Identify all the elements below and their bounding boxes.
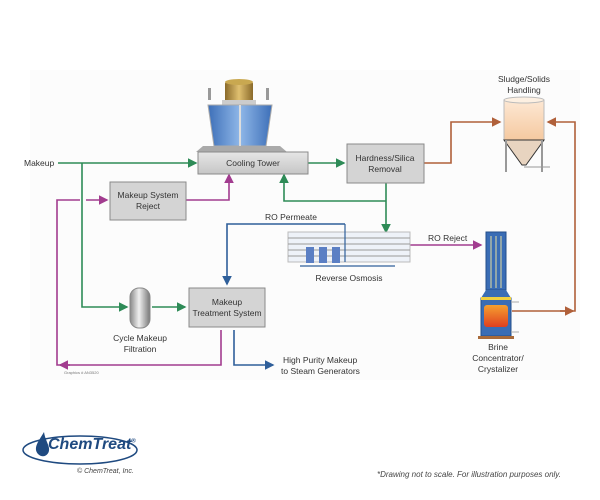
filtration-vessel-icon	[129, 287, 151, 329]
hardness-silica-box	[346, 143, 425, 184]
brine-label-2: Concentrator/	[472, 353, 524, 363]
graphics-id: Graphics # AN3520	[64, 370, 99, 375]
sludge-label-2: Handling	[507, 85, 541, 95]
reverse-osmosis-icon	[287, 224, 411, 267]
sludge-label-1: Sludge/Solids	[498, 74, 550, 84]
filtration-label-1: Cycle Makeup	[113, 333, 167, 343]
high-purity-line	[233, 330, 275, 370]
brine-concentrator-icon	[478, 231, 519, 339]
makeup-reject-box	[109, 181, 187, 221]
cooling-tower-label: Cooling Tower	[226, 158, 280, 168]
ro-permeate-line	[222, 223, 345, 286]
sludge-silo-icon	[503, 96, 550, 172]
cooling-tower-icon	[196, 79, 287, 152]
trademark: ®	[131, 438, 136, 445]
makeup-reject-to-tower-line	[186, 173, 234, 201]
chemtreat-brand: ChemTreat®	[48, 436, 136, 454]
high-purity-label-2: to Steam Generators	[281, 366, 360, 376]
brine-label-1: Brine	[488, 342, 508, 352]
filtration-label-2: Filtration	[124, 344, 157, 354]
treatment-label-2: Treatment System	[192, 308, 261, 318]
brine-label-3: Crystalizer	[478, 364, 518, 374]
brand-name: ChemTreat	[48, 436, 132, 453]
reverse-osmosis-label: Reverse Osmosis	[315, 273, 382, 283]
makeup-to-filtration-line	[81, 163, 129, 312]
makeup-reject-label-2: Reject	[136, 201, 161, 211]
footnote: *Drawing not to scale. For illustration …	[377, 470, 561, 479]
cooling-tower-box	[197, 151, 309, 175]
reject-return-line	[56, 199, 222, 366]
hardness-to-sludge-line	[424, 117, 502, 164]
chemtreat-logo-icon	[22, 432, 138, 465]
makeup-treatment-box	[188, 287, 266, 328]
hardness-label-1: Hardness/Silica	[355, 153, 414, 163]
ro-permeate-label: RO Permeate	[265, 212, 317, 222]
high-purity-label-1: High Purity Makeup	[283, 355, 357, 365]
treatment-label-1: Makeup	[212, 297, 243, 307]
makeup-label: Makeup	[24, 158, 55, 168]
makeup-reject-label-1: Makeup System	[118, 190, 179, 200]
ro-reject-label: RO Reject	[428, 233, 468, 243]
copyright: © ChemTreat, Inc.	[77, 468, 134, 475]
brine-to-sludge-line	[512, 117, 576, 312]
hardness-label-2: Removal	[368, 164, 402, 174]
return-to-tower-line	[279, 173, 386, 202]
